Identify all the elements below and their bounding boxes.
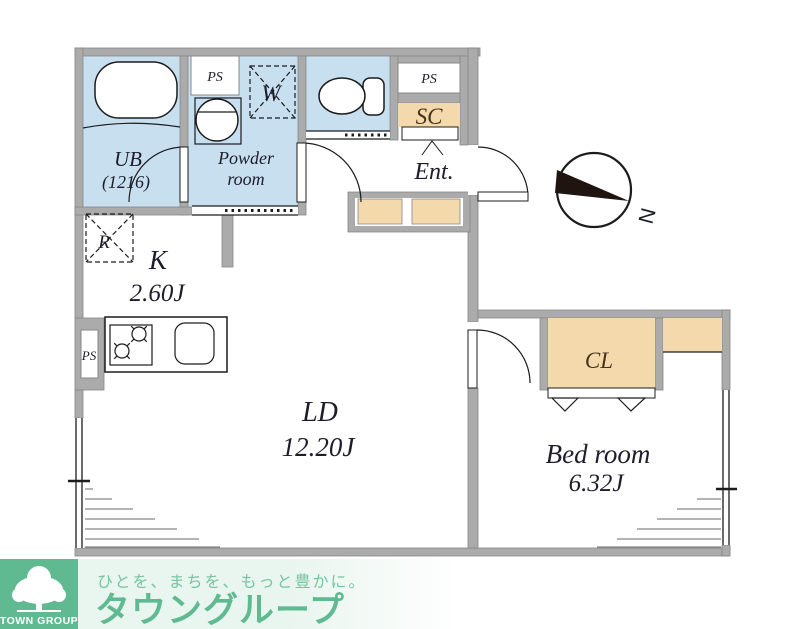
step-2 xyxy=(411,198,461,225)
ps-box-top-right xyxy=(397,62,461,94)
bathroom-door xyxy=(128,146,189,203)
logo-company-en: TOWN GROUP xyxy=(0,615,78,627)
service-boxes xyxy=(80,55,656,399)
wash-basin-counter xyxy=(194,97,242,145)
sliding-door-tracks xyxy=(192,130,390,216)
bedroom-door xyxy=(467,322,531,389)
powder-room-door xyxy=(296,142,362,203)
kitchen-sink-icon xyxy=(174,322,215,365)
compass-icon: N xyxy=(555,151,659,229)
bathtub-icon xyxy=(94,61,178,119)
wash-basin-icon xyxy=(195,98,239,142)
refrigerator-label: R xyxy=(97,232,110,253)
ps-label-top-right: PS xyxy=(420,72,437,87)
washer-icon xyxy=(249,65,296,119)
ps-niche-left-wall xyxy=(80,329,99,379)
toilet-bowl-icon xyxy=(318,77,366,115)
bathtub-apron-line xyxy=(82,122,181,129)
window-right-wall xyxy=(716,390,737,545)
tree-icon xyxy=(12,566,66,612)
burner-icon xyxy=(113,342,131,360)
doors xyxy=(128,140,647,412)
powder-room-label-2: room xyxy=(227,169,264,189)
logo-band xyxy=(78,559,460,629)
ps-box-top-left xyxy=(190,55,240,96)
entrance-door xyxy=(468,145,529,202)
living-dining-label: LD xyxy=(301,397,338,428)
powder-room-label-1: Powder xyxy=(217,148,275,168)
bedroom-label: Bed room xyxy=(546,439,651,469)
closet-folding-door-marks xyxy=(550,397,647,412)
window-left-wall xyxy=(68,418,90,548)
step-1 xyxy=(357,198,403,225)
logo-slogan: ひとを、まちを、もっと豊かに。 xyxy=(97,573,367,591)
footer-logo: TOWN GROUP ひとを、まちを、もっと豊かに。 タウングループ xyxy=(0,559,460,629)
room-labels: UB (1216) PS W Powder room PS SC Ent. R … xyxy=(81,70,651,497)
overhead-shelf-box xyxy=(663,318,722,352)
ub-size-label: (1216) xyxy=(102,172,150,193)
stove-icon xyxy=(109,324,153,366)
closet-label: CL xyxy=(585,348,613,373)
entrance-chevron-mark xyxy=(421,140,444,156)
compass-north-label: N xyxy=(633,205,659,226)
kitchen-size-label: 2.60J xyxy=(130,280,187,307)
ub-label: UB xyxy=(114,147,142,171)
refrigerator-icon xyxy=(85,213,134,263)
entrance-steps xyxy=(355,198,463,226)
burner-icon xyxy=(130,325,148,343)
corner-hatch-lines xyxy=(85,488,721,548)
shoe-closet-box xyxy=(398,103,460,127)
shoe-closet-shelf xyxy=(401,126,459,141)
bedroom-size-label: 6.32J xyxy=(569,470,626,497)
ps-label-top-left: PS xyxy=(206,70,223,85)
shoe-closet-label: SC xyxy=(416,104,444,129)
closet-box xyxy=(548,318,655,388)
windows xyxy=(68,390,737,548)
powder-room-sliding-door xyxy=(192,205,298,216)
washer-label: W xyxy=(261,81,282,106)
storage-fills xyxy=(398,103,722,388)
closet-track xyxy=(547,387,656,399)
toilet-tank-icon xyxy=(362,77,385,116)
living-dining-size-label: 12.20J xyxy=(282,432,357,462)
fixtures xyxy=(82,61,385,373)
entrance-label: Ent. xyxy=(413,159,453,185)
kitchen-label: K xyxy=(148,245,169,275)
logo-brand: タウングループ xyxy=(95,591,345,629)
ps-label-left-wall: PS xyxy=(81,348,97,363)
dashed-appliances xyxy=(85,65,296,263)
toilet-sliding-door xyxy=(306,130,390,140)
